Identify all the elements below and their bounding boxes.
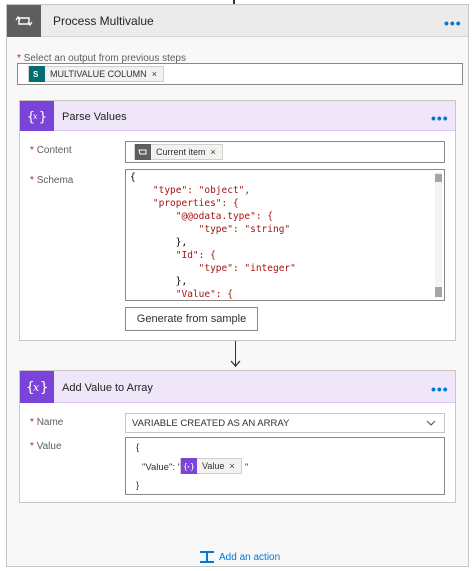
curly-braces-icon: { x } [181, 458, 197, 474]
selected-variable: VARIABLE CREATED AS AN ARRAY [132, 417, 290, 429]
remove-token-icon[interactable]: × [229, 461, 235, 471]
parse-values-card: { x } Parse Values ••• * Content Current… [19, 100, 456, 341]
more-options-icon[interactable]: ••• [444, 15, 462, 31]
add-an-action-label: Add an action [219, 551, 281, 563]
schema-line: "Value": { [130, 289, 233, 300]
curly-braces-icon: { x } [20, 101, 54, 131]
loop-icon [135, 144, 151, 160]
append-to-array-title: Add Value to Array [62, 382, 153, 394]
svg-text:}: } [40, 380, 48, 396]
remove-token-icon[interactable]: × [210, 147, 216, 157]
token-label: Value [202, 461, 225, 471]
required-asterisk: * [17, 53, 21, 64]
svg-text:{: { [26, 380, 34, 396]
parse-values-title: Parse Values [62, 111, 127, 123]
connector-line [235, 341, 236, 367]
scrollbar-thumb[interactable] [435, 287, 442, 297]
value-label-text: Value [36, 441, 62, 452]
select-output-field[interactable]: S MULTIVALUE COLUMN × [17, 63, 463, 85]
schema-line: "type": "string" [130, 224, 291, 235]
svg-text:}: } [39, 110, 47, 124]
remove-token-icon[interactable]: × [151, 69, 157, 79]
apply-to-each-container: Process Multivalue ••• * Select an outpu… [6, 4, 469, 567]
parse-values-header[interactable]: { x } Parse Values ••• [20, 101, 455, 131]
more-options-icon[interactable]: ••• [431, 110, 449, 126]
required-asterisk: * [30, 145, 34, 156]
value-close-brace: } [136, 480, 140, 491]
content-field[interactable]: Current item × [125, 141, 445, 163]
current-item-token[interactable]: Current item × [134, 144, 223, 160]
schema-line: "@@odata.type": { [130, 211, 273, 222]
content-label: * Content [30, 145, 72, 156]
schema-line: { [130, 172, 136, 183]
loop-icon [7, 5, 41, 37]
value-field[interactable]: { "Value": " { x } Value × " } [125, 437, 445, 495]
incoming-connector [233, 0, 235, 4]
schema-editor[interactable]: { "type": "object", "properties": { "@@o… [125, 169, 445, 301]
content-label-text: Content [36, 145, 72, 156]
append-to-array-card: { x } Add Value to Array ••• * Name VARI… [19, 370, 456, 503]
token-label: Current item [156, 147, 206, 157]
name-label-text: Name [36, 417, 64, 428]
schema-line: "type": "object", [130, 185, 251, 196]
svg-text:x: x [187, 464, 190, 470]
required-asterisk: * [30, 441, 34, 452]
required-asterisk: * [30, 417, 34, 428]
multivalue-column-token[interactable]: S MULTIVALUE COLUMN × [28, 66, 164, 82]
variable-x-icon: { x } [20, 371, 54, 403]
apply-to-each-header[interactable]: Process Multivalue ••• [7, 5, 468, 37]
svg-text:{: { [183, 462, 188, 471]
schema-line: }, [130, 237, 188, 248]
schema-line: "properties": { [130, 198, 239, 209]
connector-arrow-icon [230, 360, 241, 367]
add-step-icon [200, 551, 214, 563]
svg-text:S: S [33, 70, 39, 79]
value-end-quote: " [245, 462, 249, 473]
sharepoint-icon: S [29, 66, 45, 82]
name-label: * Name [30, 417, 63, 428]
svg-text:}: } [190, 462, 195, 471]
required-asterisk: * [30, 175, 34, 186]
append-to-array-header[interactable]: { x } Add Value to Array ••• [20, 371, 455, 403]
scrollbar-thumb[interactable] [435, 174, 442, 182]
value-key-text: "Value": " [142, 462, 181, 473]
variable-name-dropdown[interactable]: VARIABLE CREATED AS AN ARRAY [125, 413, 445, 433]
svg-text:{: { [27, 110, 35, 124]
select-output-label: * Select an output from previous steps [17, 53, 186, 64]
select-output-label-text: Select an output from previous steps [23, 53, 186, 64]
apply-to-each-title: Process Multivalue [53, 14, 154, 28]
chevron-down-icon [426, 420, 436, 426]
generate-from-sample-button[interactable]: Generate from sample [125, 307, 258, 331]
schema-label: * Schema [30, 175, 73, 186]
svg-text:x: x [33, 112, 38, 121]
more-options-icon[interactable]: ••• [431, 381, 449, 397]
schema-line: }, [130, 276, 188, 287]
value-label: * Value [30, 441, 62, 452]
add-an-action-button[interactable]: Add an action [199, 550, 280, 564]
token-label: MULTIVALUE COLUMN [50, 69, 147, 79]
value-open-brace: { [136, 442, 140, 453]
svg-text:x: x [33, 381, 40, 394]
value-dynamic-token[interactable]: { x } Value × [180, 458, 242, 474]
schema-label-text: Schema [36, 175, 74, 186]
schema-scrollbar[interactable] [435, 172, 442, 298]
schema-line: "Id": { [130, 250, 216, 261]
schema-line: "type": "integer" [130, 263, 296, 274]
